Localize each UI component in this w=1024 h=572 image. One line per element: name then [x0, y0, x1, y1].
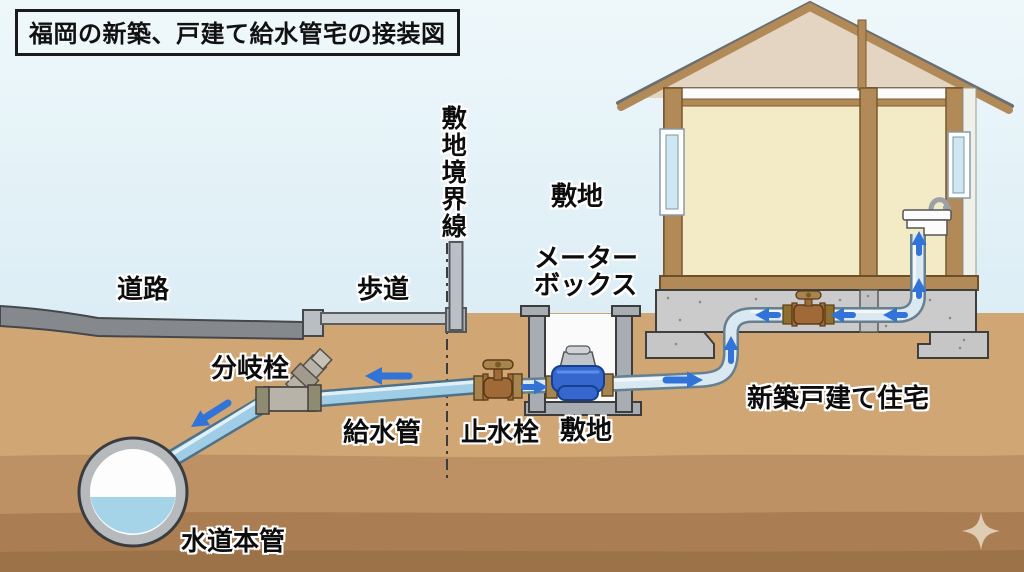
- label-road: 道路: [117, 274, 170, 304]
- middle-stud: [859, 87, 878, 279]
- water-meter: [545, 345, 614, 401]
- supply-pipe: [307, 376, 497, 408]
- label-new-house: 新築戸建て住宅: [747, 383, 930, 413]
- arrow-left-underfloor-2: [830, 307, 856, 323]
- underfloor-valve: [782, 290, 835, 327]
- left-footing: [645, 331, 715, 359]
- diagram-title: 福岡の新築、戸建て給水管宅の接装図: [15, 9, 460, 56]
- attic-space: [636, 7, 988, 98]
- floor-band: [659, 275, 979, 291]
- road-slab: [0, 305, 304, 340]
- label-stop-valve: 止水栓: [461, 417, 540, 447]
- flow-arrows: [191, 231, 927, 427]
- king-post: [857, 19, 867, 91]
- arrow-right-after-stop-valve: [521, 379, 548, 395]
- water-main-pipe: [77, 436, 189, 548]
- arrow-up-riser-curve: [723, 336, 739, 364]
- arrow-left-underfloor-1: [755, 307, 781, 323]
- faucet-icon: [928, 197, 950, 213]
- right-footing: [917, 331, 989, 359]
- sink: [902, 197, 952, 236]
- roof-boards: [617, 2, 1013, 114]
- ground-layers: [0, 313, 1024, 572]
- label-meter-box-line2: ボックス: [534, 270, 638, 301]
- boundary-post: [448, 241, 464, 331]
- branch-pipe-to-main: [154, 396, 271, 473]
- road-section: [0, 241, 467, 480]
- label-meter-box: メーター ボックス: [534, 243, 639, 301]
- left-window: [659, 128, 685, 216]
- label-supply-pipe: 給水管: [343, 417, 422, 447]
- label-meter-box-line1: メーター: [534, 243, 639, 273]
- label-branch-valve: 分岐栓: [211, 353, 290, 383]
- sidewalk-slab: [320, 312, 449, 325]
- sparkle-icon: [962, 512, 1000, 550]
- branch-valve-fitting: [255, 347, 333, 415]
- stop-valve: [473, 359, 523, 401]
- arrow-left-underfloor-3: [883, 307, 908, 323]
- label-site-upper: 敷地: [551, 181, 604, 211]
- arrow-down-left-main: [191, 399, 232, 427]
- right-window: [947, 131, 971, 199]
- concrete-speckles: [666, 294, 966, 350]
- label-boundary-line: 敷地境界線: [438, 105, 467, 240]
- label-sidewalk: 歩道: [357, 274, 410, 304]
- top-rail: [663, 98, 964, 107]
- arrow-up-sink-riser-upper: [911, 231, 927, 256]
- arrow-left-supply: [365, 367, 413, 385]
- arrow-right-meter-out: [662, 371, 703, 389]
- arrow-up-sink-riser-lower: [911, 278, 927, 299]
- house: [616, 0, 1014, 314]
- label-water-main: 水道本管: [181, 526, 286, 556]
- label-site-lower: 敷地: [560, 415, 613, 445]
